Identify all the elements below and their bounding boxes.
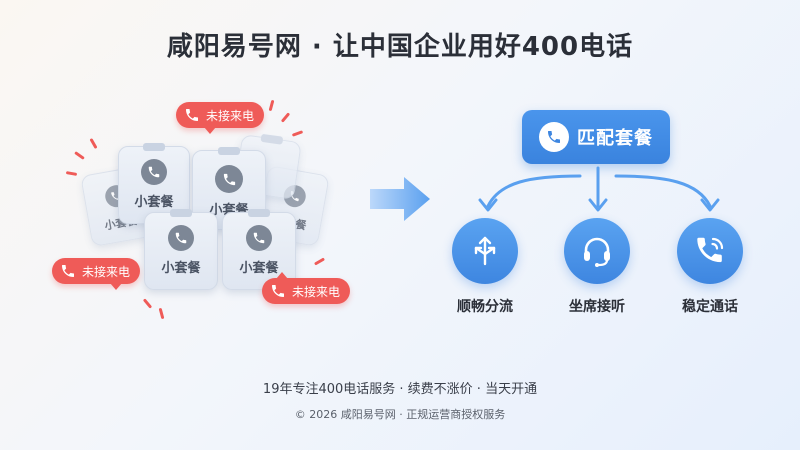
- burst-mark: [74, 151, 85, 160]
- burst-mark: [313, 257, 326, 266]
- feature-stable-call: 稳定通话: [665, 218, 755, 316]
- missed-call-text: 未接来电: [292, 284, 341, 299]
- missed-call-text: 未接来电: [206, 108, 255, 123]
- burst-mark: [89, 137, 98, 150]
- burst-mark: [65, 171, 78, 176]
- package-card-label: 小套餐: [161, 261, 201, 276]
- package-card: 小套餐: [222, 209, 296, 290]
- phone-icon: [215, 165, 243, 193]
- feature-routing: 顺畅分流: [440, 218, 530, 316]
- phone-icon: [62, 265, 74, 277]
- right-arrow-icon: [370, 177, 430, 221]
- feature-label: 坐席接听: [569, 299, 625, 315]
- feature-agent: 坐席接听: [552, 218, 642, 316]
- missed-call-badge: 未接来电: [52, 258, 141, 290]
- feature-label: 顺畅分流: [457, 299, 513, 315]
- feature-label: 稳定通话: [682, 299, 738, 315]
- missed-call-text: 未接来电: [82, 264, 131, 279]
- phone-icon: [246, 225, 272, 251]
- branch-arrows: [478, 166, 720, 212]
- phone-icon: [186, 109, 198, 121]
- phone-ringing-icon: [677, 218, 743, 284]
- match-package-box: 匹配套餐: [522, 110, 670, 164]
- missed-call-badge: 未接来电: [262, 272, 351, 304]
- footer-copyright: © 2026 咸阳易号网 · 正规运营商授权服务: [294, 408, 506, 421]
- burst-mark: [268, 99, 275, 112]
- phone-icon: [168, 225, 194, 251]
- package-card-label: 小套餐: [239, 261, 279, 276]
- burst-mark: [291, 130, 304, 137]
- package-card: 小套餐: [144, 209, 218, 290]
- footer-tagline: 19年专注400电话服务 · 续费不涨价 · 当天开通: [262, 382, 538, 397]
- phone-icon: [272, 285, 284, 297]
- burst-mark: [142, 298, 153, 309]
- page-title: 咸阳易号网 · 让中国企业用好400电话: [166, 32, 634, 62]
- package-card-label: 小套餐: [134, 195, 174, 210]
- missed-call-badge: 未接来电: [176, 102, 265, 134]
- match-package-label: 匹配套餐: [577, 128, 653, 149]
- headset-icon: [564, 218, 630, 284]
- routing-arrows-icon: [452, 218, 518, 284]
- burst-mark: [280, 112, 291, 123]
- phone-icon: [141, 159, 167, 185]
- burst-mark: [158, 307, 165, 320]
- phone-icon: [539, 122, 569, 152]
